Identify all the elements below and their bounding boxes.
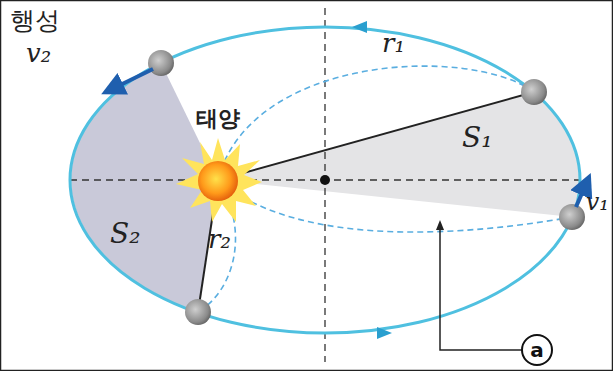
leader-head [436,220,444,230]
planet [148,50,174,76]
planet [521,79,547,105]
sun-symbol [176,138,262,222]
leader-line [440,226,522,350]
velocity-arrow [576,184,586,207]
dashed-curve [218,66,534,180]
orbit-arrow [352,21,367,33]
radius-label: r₂ [208,226,231,252]
radius-label: r₁ [382,30,405,56]
callout-circle: a [521,334,553,366]
planet [185,299,211,325]
planet [559,204,585,230]
orbit-arrow [377,327,392,339]
orbit [70,27,580,333]
planet-label: 행성 [10,8,60,33]
dashed-curve [218,180,572,232]
area-s1 [218,92,580,217]
sun-label: 태양 [196,108,240,130]
velocity-arrow [112,69,153,89]
area-label: S₂ [110,220,140,248]
velocity-label: v₁ [586,190,609,214]
area-label: S₁ [462,124,492,152]
radius-line [218,92,534,180]
center-dot [320,175,330,185]
callout-letter: a [530,340,544,360]
velocity-label: v₂ [26,40,51,66]
